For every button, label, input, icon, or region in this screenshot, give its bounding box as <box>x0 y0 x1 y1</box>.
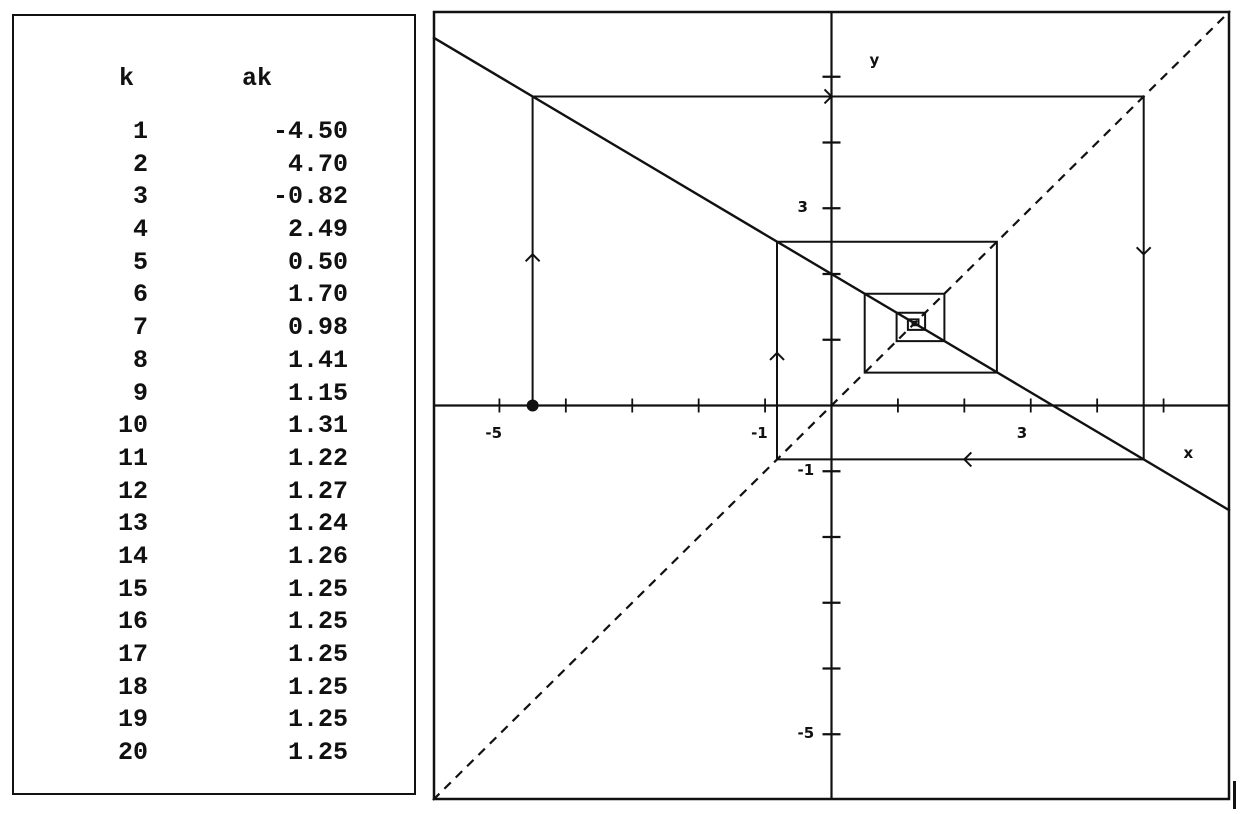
cell-k: 8 <box>132 345 148 375</box>
plot-canvas <box>432 10 1231 801</box>
cell-ak: 1.31 <box>287 411 348 441</box>
cell-ak: -4.50 <box>272 117 348 146</box>
table-header: k ak <box>14 64 414 94</box>
cell-ak: 2.49 <box>287 215 348 245</box>
column-header-ak: ak <box>242 64 273 93</box>
direction-arrow-icon <box>524 252 541 262</box>
cell-ak: 1.25 <box>287 607 348 637</box>
cell-k: 7 <box>132 313 148 343</box>
cobweb-path <box>524 88 1152 468</box>
curves <box>432 10 1231 801</box>
cell-k: 12 <box>117 476 148 506</box>
cell-ak: 1.15 <box>287 378 348 408</box>
column-header-k: k <box>118 64 134 93</box>
function-line <box>432 36 1231 512</box>
cell-ak: 1.70 <box>287 280 348 310</box>
x-axis-label: x <box>1183 443 1194 462</box>
cursor-bar <box>1233 781 1236 809</box>
y-tick-label: -5 <box>797 724 815 743</box>
x-tick-label: -5 <box>485 423 503 442</box>
direction-arrow-icon <box>823 88 833 105</box>
cell-k: 2 <box>132 149 148 179</box>
cell-k: 14 <box>117 541 148 571</box>
cell-k: 16 <box>117 607 148 637</box>
x-tick-label: 3 <box>1016 423 1028 442</box>
cell-k: 11 <box>117 443 148 473</box>
direction-arrow-icon <box>962 451 973 468</box>
y-tick-label: 3 <box>797 198 808 217</box>
cell-ak: 1.25 <box>287 574 348 604</box>
cell-k: 20 <box>117 738 148 768</box>
identity-dashed-line <box>432 10 1231 801</box>
cell-ak: 1.27 <box>287 476 348 506</box>
cell-ak: 1.22 <box>287 443 348 473</box>
cell-k: 5 <box>132 247 148 277</box>
cobweb-plot: -5 -1 3 3 -1 -5 y x <box>432 10 1231 801</box>
direction-arrow-icon <box>1135 246 1152 256</box>
cell-k: 6 <box>132 280 148 310</box>
cell-ak: -0.82 <box>272 182 348 212</box>
cell-k: 10 <box>117 411 148 441</box>
cell-ak: 1.25 <box>287 640 348 669</box>
cell-k: 4 <box>132 215 148 245</box>
start-point-marker <box>526 399 539 412</box>
cell-k: 1 <box>132 117 148 146</box>
y-axis-label: y <box>869 51 880 69</box>
cobweb-polyline <box>531 95 1145 461</box>
cell-k: 3 <box>132 182 148 212</box>
cell-k: 13 <box>117 509 148 539</box>
cell-ak: 1.25 <box>287 705 348 735</box>
cell-ak: 4.70 <box>287 149 348 179</box>
cell-k: 15 <box>117 574 148 604</box>
cell-ak: 1.41 <box>287 345 348 375</box>
table-row: 1 -4.50 <box>14 116 414 149</box>
cell-ak: 1.25 <box>287 672 348 702</box>
table-row: 3 -0.82 <box>14 181 414 214</box>
cell-ak: 1.25 <box>287 738 348 768</box>
cell-k: 9 <box>132 378 148 408</box>
cell-ak: 1.24 <box>287 509 348 539</box>
cell-ak: 0.98 <box>287 313 348 343</box>
cell-k: 17 <box>117 640 148 669</box>
direction-arrow-icon <box>769 351 785 361</box>
cell-ak: 1.26 <box>287 541 348 571</box>
cell-k: 19 <box>117 705 148 735</box>
cell-k: 18 <box>117 672 148 702</box>
x-tick-label: -1 <box>751 423 768 442</box>
cell-ak: 0.50 <box>287 247 348 277</box>
y-tick-label: -1 <box>797 461 815 480</box>
